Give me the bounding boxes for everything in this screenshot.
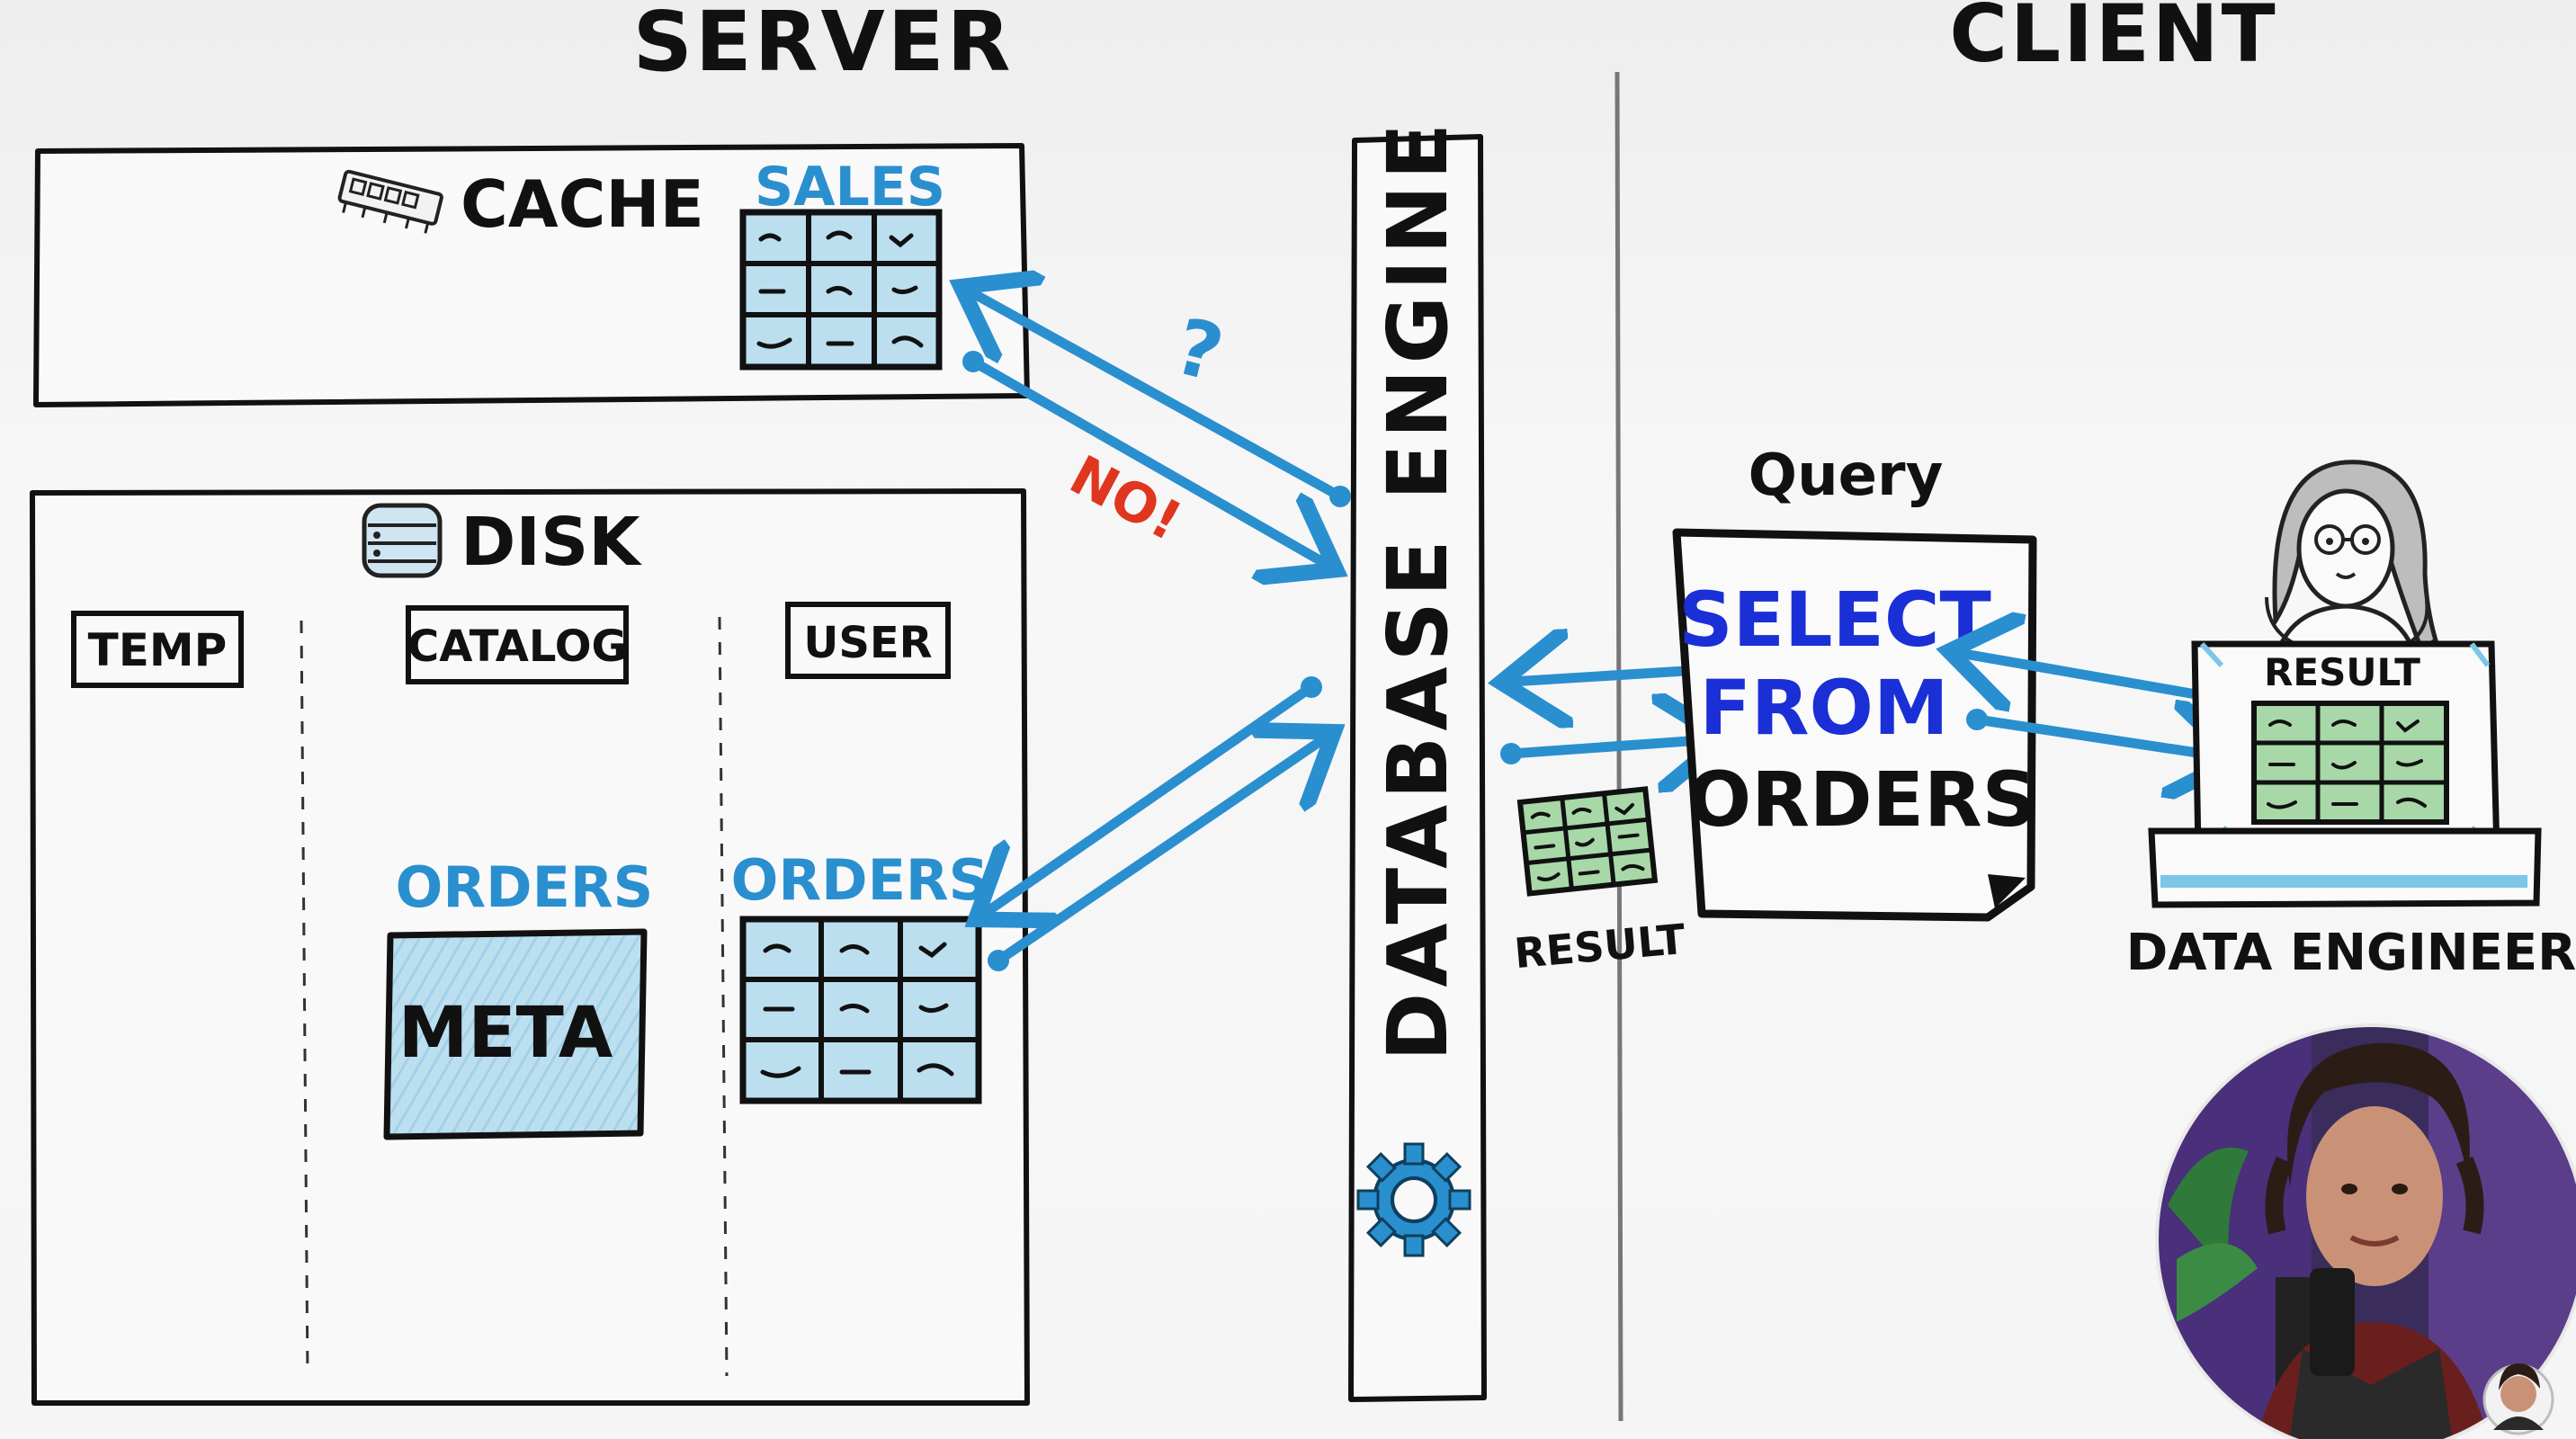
laptop-result-label: RESULT	[2264, 650, 2420, 694]
cache-arrows	[962, 291, 1351, 565]
temp-label: TEMP	[88, 624, 228, 676]
user-orders-table	[739, 916, 982, 1104]
catalog-tag: CATALOG	[406, 605, 629, 684]
database-icon	[362, 503, 443, 578]
engine-label: DATABASE ENGINE	[1370, 118, 1466, 1061]
sales-label: SALES	[755, 156, 945, 219]
data-engineer-label: DATA ENGINEER	[2126, 924, 2576, 982]
user-label: USER	[803, 618, 932, 668]
user-orders-label: ORDERS	[731, 847, 989, 913]
client-title: CLIENT	[1949, 0, 2277, 80]
database-engine-bar	[1348, 134, 1487, 1402]
meta-box: META	[383, 928, 648, 1140]
result-table-laptop	[2251, 701, 2449, 825]
query-from: FROM	[1699, 664, 1948, 752]
question-mark: ?	[1167, 301, 1232, 399]
disk-arrows	[984, 676, 1326, 971]
server-title: SERVER	[633, 0, 1014, 90]
query-select: SELECT	[1678, 576, 1991, 664]
disk-divider-1	[300, 620, 309, 1377]
catalog-label: CATALOG	[407, 621, 627, 672]
result-table-small	[1516, 786, 1659, 897]
catalog-orders-label: ORDERS	[396, 854, 654, 920]
channel-avatar	[2482, 1363, 2554, 1435]
meta-label: META	[398, 993, 613, 1074]
gear-icon	[1356, 1142, 1471, 1257]
temp-tag: TEMP	[71, 611, 244, 688]
disk-label: DISK	[461, 504, 642, 581]
ram-stick-icon	[337, 169, 443, 234]
data-engineer-avatar	[2265, 460, 2438, 653]
query-title: Query	[1749, 442, 1944, 509]
disk-divider-2	[718, 616, 729, 1377]
cache-label: CACHE	[461, 166, 704, 242]
query-orders: ORDERS	[1687, 755, 2036, 844]
result-label-small: RESULT	[1512, 915, 1687, 978]
user-tag: USER	[785, 602, 951, 679]
no-label: NO!	[1060, 443, 1191, 553]
sales-table	[739, 209, 943, 371]
